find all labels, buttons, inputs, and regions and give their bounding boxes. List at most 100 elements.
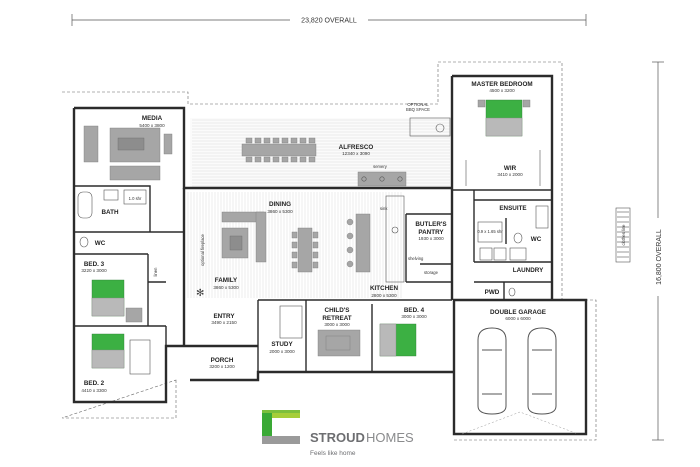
room-alfresco: ALFRESCO 12340 x 3090 OPTIONAL BBQ SPACE… [241, 102, 451, 187]
chair-icon [291, 231, 298, 239]
chair-icon [245, 156, 253, 163]
chair-icon [245, 137, 253, 144]
stool-icon [361, 176, 367, 182]
toilet-icon [513, 232, 523, 244]
study-label: STUDY [271, 341, 293, 348]
room-entry: ENTRY 3490 x 2150 [211, 313, 237, 325]
pwd-label: PWD [485, 289, 500, 296]
bed2-dim: 4410 x 3300 [81, 388, 107, 393]
linen-label: linen [153, 267, 158, 277]
stool-icon [346, 232, 354, 240]
pantry-label: PANTRY [418, 229, 444, 236]
media-sofa-left [83, 125, 99, 163]
chair-icon [254, 156, 262, 163]
washer-icon [479, 247, 493, 261]
alfresco-label: ALFRESCO [339, 144, 374, 151]
overall-width-label: 23,820 OVERALL [301, 18, 357, 25]
vanity-basin-icon [103, 189, 119, 201]
bed2-throw [91, 349, 125, 369]
garage-door-swing [461, 411, 579, 435]
bed3-label: BED. 3 [84, 261, 105, 268]
laundry-tub [509, 247, 527, 261]
room-wc-right: WC [513, 232, 542, 244]
chair-icon [308, 137, 316, 144]
chair-icon [312, 241, 319, 249]
bed3-bedside [125, 307, 143, 323]
room-bath: BATH 1.0 shr [77, 189, 147, 219]
car-icon [477, 327, 507, 415]
bath-label: BATH [101, 209, 118, 216]
room-bed-3: BED. 3 3220 x 3000 [81, 261, 143, 323]
room-pwd: PWD [485, 287, 516, 297]
wc2-label: WC [531, 236, 542, 243]
bbq-space-label: BBQ SPACE [406, 107, 430, 112]
chair-icon [281, 156, 289, 163]
ensuite-shower [477, 221, 503, 243]
bed3-dim: 3220 x 3000 [81, 268, 107, 273]
media-tv-unit [163, 133, 173, 155]
room-childs-retreat: CHILD'S RETREAT 3000 x 3000 [317, 307, 361, 357]
entry-dim: 3490 x 2150 [211, 320, 237, 325]
garage-dim: 6000 x 6000 [505, 316, 531, 321]
childs-label: CHILD'S [325, 307, 350, 314]
childs-sofa [325, 335, 351, 351]
room-butlers-pantry: BUTLER'S PANTRY 1930 x 3000 shelving sto… [408, 221, 447, 275]
room-laundry: LAUNDRY [479, 247, 544, 274]
room-bed-4: BED. 4 3000 x 3000 [379, 307, 427, 357]
kitchen-bench [385, 195, 405, 283]
porch-label: PORCH [211, 357, 234, 364]
chair-icon [299, 156, 307, 163]
room-media: MEDIA 5400 x 3800 [83, 115, 173, 181]
dining-label: DINING [269, 201, 291, 208]
kitchen-label: KITCHEN [370, 285, 398, 292]
room-dining: DINING 3860 x 5300 [267, 201, 319, 273]
shower-icon [123, 189, 147, 205]
stool-icon [346, 218, 354, 226]
chair-icon [263, 137, 271, 144]
brand-logo: STROUD HOMES Feels like home [262, 410, 414, 457]
bed4-label: BED. 4 [404, 307, 425, 314]
childs-dim: 3000 x 3000 [324, 322, 350, 327]
toilet-icon [79, 236, 89, 248]
dining-dim: 3860 x 5300 [267, 209, 293, 214]
optional-label: OPTIONAL [407, 102, 429, 107]
media-label: MEDIA [142, 115, 163, 122]
wir-dim: 3410 x 2000 [497, 172, 523, 177]
room-ensuite: ENSUITE 0.9 x 1.65 shr [477, 205, 549, 243]
chair-icon [312, 251, 319, 259]
family-label: FAMILY [215, 277, 238, 284]
bed2-label: BED. 2 [84, 380, 105, 387]
kitchen-island [355, 213, 371, 273]
coffee-table [229, 235, 243, 251]
bbq-bench [409, 117, 451, 137]
bed4-dim: 3000 x 3000 [401, 314, 427, 319]
stool-icon [346, 260, 354, 268]
ensuite-label: ENSUITE [499, 205, 526, 212]
bedside-table [522, 99, 531, 108]
room-kitchen: sink KITCHEN 2800 x 5300 [346, 195, 405, 298]
internal-walls [74, 185, 552, 372]
stool-icon [379, 176, 385, 182]
stool-icon [346, 246, 354, 254]
room-bed-2: BED. 2 4410 x 3300 [81, 333, 151, 393]
clothes-line-label: clothes line [621, 224, 626, 246]
room-wc-left: WC linen [79, 236, 158, 277]
stroud-logo-icon [262, 410, 300, 444]
master-dim: 4500 x 3200 [489, 88, 515, 93]
bed4-throw [379, 323, 397, 357]
stool-icon [397, 176, 403, 182]
chair-icon [291, 251, 298, 259]
room-family: optional fireplace FAMILY 3860 x 5300 ✻ [196, 211, 267, 299]
car-windscreen [532, 349, 552, 395]
bed3-throw [91, 297, 125, 317]
bbq-sink-icon [435, 123, 445, 133]
room-double-garage: DOUBLE GARAGE 6000 x 6000 [461, 309, 579, 435]
external-walls [72, 74, 588, 436]
alfresco-dim: 12340 x 3090 [342, 151, 370, 156]
chair-icon [272, 137, 280, 144]
overall-depth-label: 16,800 OVERALL [656, 229, 663, 285]
butlers-label: BUTLER'S [415, 221, 446, 228]
chair-icon [299, 137, 307, 144]
servery-bench [357, 171, 407, 187]
